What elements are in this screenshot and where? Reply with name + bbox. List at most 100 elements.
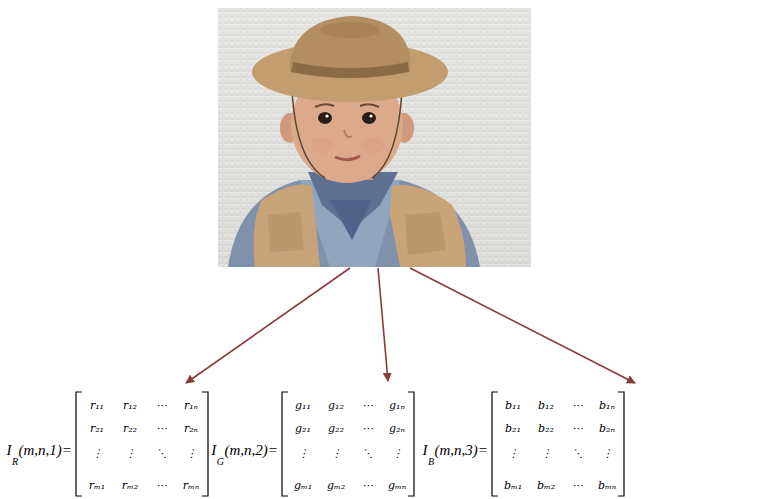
matrix-entry-text: gₘ₁ — [294, 479, 312, 492]
matrix-entry: ⋱ — [572, 444, 583, 460]
matrix-entry-text: ⋮ — [602, 447, 613, 460]
matrix-entry: ⋮ — [602, 444, 613, 460]
matrix-entry: ⋯ — [572, 419, 583, 435]
matrix-entry: ⋮ — [298, 444, 309, 460]
matrix-entry-text: b₁ₙ — [599, 399, 615, 412]
matrix-entry: g₂ₙ — [389, 419, 405, 435]
matrix-entry-text: b₂₂ — [538, 422, 554, 435]
matrix-entry: ⋱ — [362, 444, 373, 460]
matrix-entry: g₁₂ — [328, 396, 344, 412]
matrix-entry-text: rₘ₂ — [122, 479, 138, 492]
matrix-entry: ⋯ — [362, 419, 373, 435]
channel-subscript: R — [12, 452, 18, 468]
matrix-entry: ⋯ — [362, 476, 373, 492]
matrix-name: I — [6, 442, 11, 458]
matrix-entry: rₘ₁ — [89, 476, 105, 492]
matrix-entry: gₘ₁ — [294, 476, 312, 492]
matrix-entry: rₘₙ — [183, 476, 199, 492]
matrix-entry: b₂ₙ — [599, 419, 615, 435]
matrix-entry: bₘₙ — [598, 476, 616, 492]
matrix-entry: r₁ₙ — [184, 396, 198, 412]
matrix-entry-text: gₘₙ — [388, 479, 406, 492]
matrix-index-text: (m,n,2)= — [225, 442, 278, 458]
matrix-index-text: (m,n,3)= — [435, 442, 488, 458]
matrix-entry: ⋯ — [362, 396, 373, 412]
channel-subscript: G — [217, 452, 224, 468]
matrix-entry: r₁₁ — [90, 396, 104, 412]
matrix-entry-text: ⋯ — [156, 479, 167, 492]
matrix-entry-text: b₁₁ — [505, 399, 521, 412]
matrix-index-text: (m,n,1)= — [19, 442, 72, 458]
matrix-entry-text: ⋱ — [572, 447, 583, 460]
matrix-name-text: I — [6, 442, 11, 458]
matrix-entry-text: r₂₂ — [123, 422, 137, 435]
matrix-entry-text: ⋮ — [331, 447, 342, 460]
matrix-entry-text: g₁₁ — [295, 399, 311, 412]
matrix-entry: g₂₁ — [295, 419, 311, 435]
matrix-entry: r₂₁ — [90, 419, 104, 435]
matrix-entry: ⋯ — [156, 396, 167, 412]
matrix-entry-text: ⋯ — [572, 422, 583, 435]
matrix-entry-text: r₁₁ — [90, 399, 104, 412]
matrix-name-text: I — [422, 442, 427, 458]
channel-arrows — [186, 268, 635, 383]
baby-photo — [218, 8, 531, 267]
matrix-index: (m,n,3)= — [435, 442, 488, 458]
matrix-entry: b₁₂ — [538, 396, 554, 412]
matrix-entry-text: rₘₙ — [183, 479, 199, 492]
matrix-entry: b₂₁ — [505, 419, 521, 435]
matrix-entry: bₘ₁ — [504, 476, 522, 492]
matrix-entry: ⋮ — [92, 444, 103, 460]
matrix-entry-text: g₁ₙ — [389, 399, 405, 412]
matrix-index: (m,n,1)= — [19, 442, 72, 458]
matrix-entry-text: bₘ₁ — [504, 479, 522, 492]
channel-subscript: B — [428, 452, 434, 468]
matrix-entry-text: rₘ₁ — [89, 479, 105, 492]
channel-subscript-text: G — [217, 456, 224, 467]
matrix-entry: g₁ₙ — [389, 396, 405, 412]
matrix-entry: ⋯ — [156, 419, 167, 435]
matrix-entry-text: ⋯ — [572, 479, 583, 492]
matrix-entry: bₘ₂ — [537, 476, 555, 492]
matrix-entry-text: b₂ₙ — [599, 422, 615, 435]
matrix-entry: ⋯ — [572, 476, 583, 492]
matrix-name: I — [422, 442, 427, 458]
matrix-entry: gₘₙ — [388, 476, 406, 492]
matrix-entry: ⋮ — [541, 444, 552, 460]
matrix-entry: ⋮ — [392, 444, 403, 460]
matrix-entry-text: r₂₁ — [90, 422, 104, 435]
matrix-entry: r₁₂ — [123, 396, 137, 412]
matrix-entry: ⋱ — [156, 444, 167, 460]
matrix-entry: g₂₂ — [328, 419, 344, 435]
matrix-entry-text: ⋱ — [156, 447, 167, 460]
matrix-entry: g₁₁ — [295, 396, 311, 412]
matrix-entry: ⋮ — [186, 444, 197, 460]
matrix-entry-text: ⋯ — [572, 399, 583, 412]
matrix-entry: rₘ₂ — [122, 476, 138, 492]
matrix-index: (m,n,2)= — [225, 442, 278, 458]
matrix-entry-text: bₘₙ — [598, 479, 616, 492]
matrix-entry-text: gₘ₂ — [327, 479, 345, 492]
matrix-entry: ⋮ — [125, 444, 136, 460]
matrix-entry-text: ⋯ — [362, 422, 373, 435]
matrix-entry-text: ⋮ — [298, 447, 309, 460]
matrix-entry: b₂₂ — [538, 419, 554, 435]
matrix-entry: b₁₁ — [505, 396, 521, 412]
matrix-entry-text: ⋯ — [156, 399, 167, 412]
matrix-entry-text: ⋮ — [541, 447, 552, 460]
matrix-entry: ⋮ — [508, 444, 519, 460]
matrix-entry-text: r₂ₙ — [184, 422, 198, 435]
matrix-entry-text: r₁ₙ — [184, 399, 198, 412]
matrix-entry: r₂ₙ — [184, 419, 198, 435]
matrix-entry-text: ⋮ — [186, 447, 197, 460]
matrix-entry-text: g₂₁ — [295, 422, 311, 435]
matrix-entry: ⋯ — [572, 396, 583, 412]
channel-subscript-text: R — [12, 456, 18, 467]
matrix-entry-text: g₂ₙ — [389, 422, 405, 435]
matrix-entry-text: b₂₁ — [505, 422, 521, 435]
matrix-entry-text: g₂₂ — [328, 422, 344, 435]
channel-subscript-text: B — [428, 456, 434, 467]
matrix-entry-text: ⋮ — [125, 447, 136, 460]
matrix-entry-text: ⋱ — [362, 447, 373, 460]
